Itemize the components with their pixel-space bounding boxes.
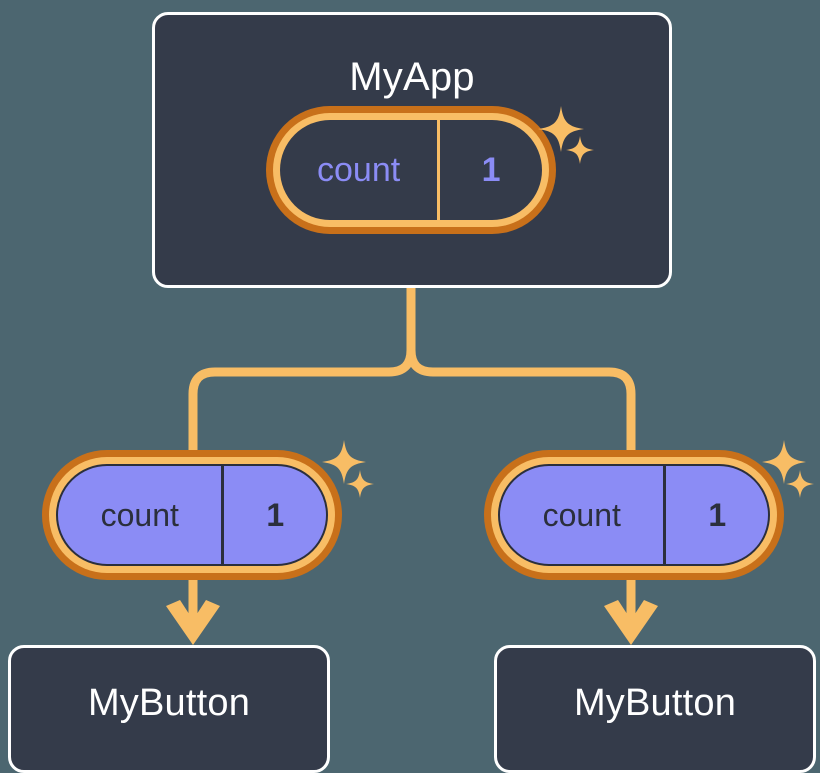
state-pill-body: count 1 xyxy=(56,464,328,566)
state-pill-ring: count 1 xyxy=(273,113,549,227)
component-card-mybutton-left[interactable]: MyButton xyxy=(8,645,330,773)
component-card-mybutton-right[interactable]: MyButton xyxy=(494,645,816,773)
state-pill-value: 1 xyxy=(437,120,542,220)
state-pill-value: 1 xyxy=(663,466,768,564)
state-pill-name: count xyxy=(100,496,179,533)
component-label-mybutton-left: MyButton xyxy=(87,682,251,724)
sparkle-icon xyxy=(346,470,374,498)
component-label-mybutton-right: MyButton xyxy=(573,682,737,724)
state-pill-ring: count 1 xyxy=(49,457,335,573)
fork-connector-path-right xyxy=(406,345,636,457)
state-pill-value: 1 xyxy=(221,466,326,564)
state-pill-child-left[interactable]: count 1 xyxy=(42,450,342,580)
state-pill-myapp[interactable]: count 1 xyxy=(266,106,556,234)
state-pill-name: count xyxy=(542,496,621,533)
state-pill-body: count 1 xyxy=(280,120,542,220)
component-label-myapp: MyApp xyxy=(349,55,475,99)
sparkle-icon xyxy=(786,470,814,498)
arrow-head-left-icon xyxy=(166,600,220,645)
fork-connector-path xyxy=(188,283,416,457)
state-pill-name: count xyxy=(317,150,401,189)
state-pill-body: count 1 xyxy=(498,464,770,566)
state-pill-ring: count 1 xyxy=(491,457,777,573)
state-pill-child-right[interactable]: count 1 xyxy=(484,450,784,580)
arrow-head-right-icon xyxy=(604,600,658,645)
